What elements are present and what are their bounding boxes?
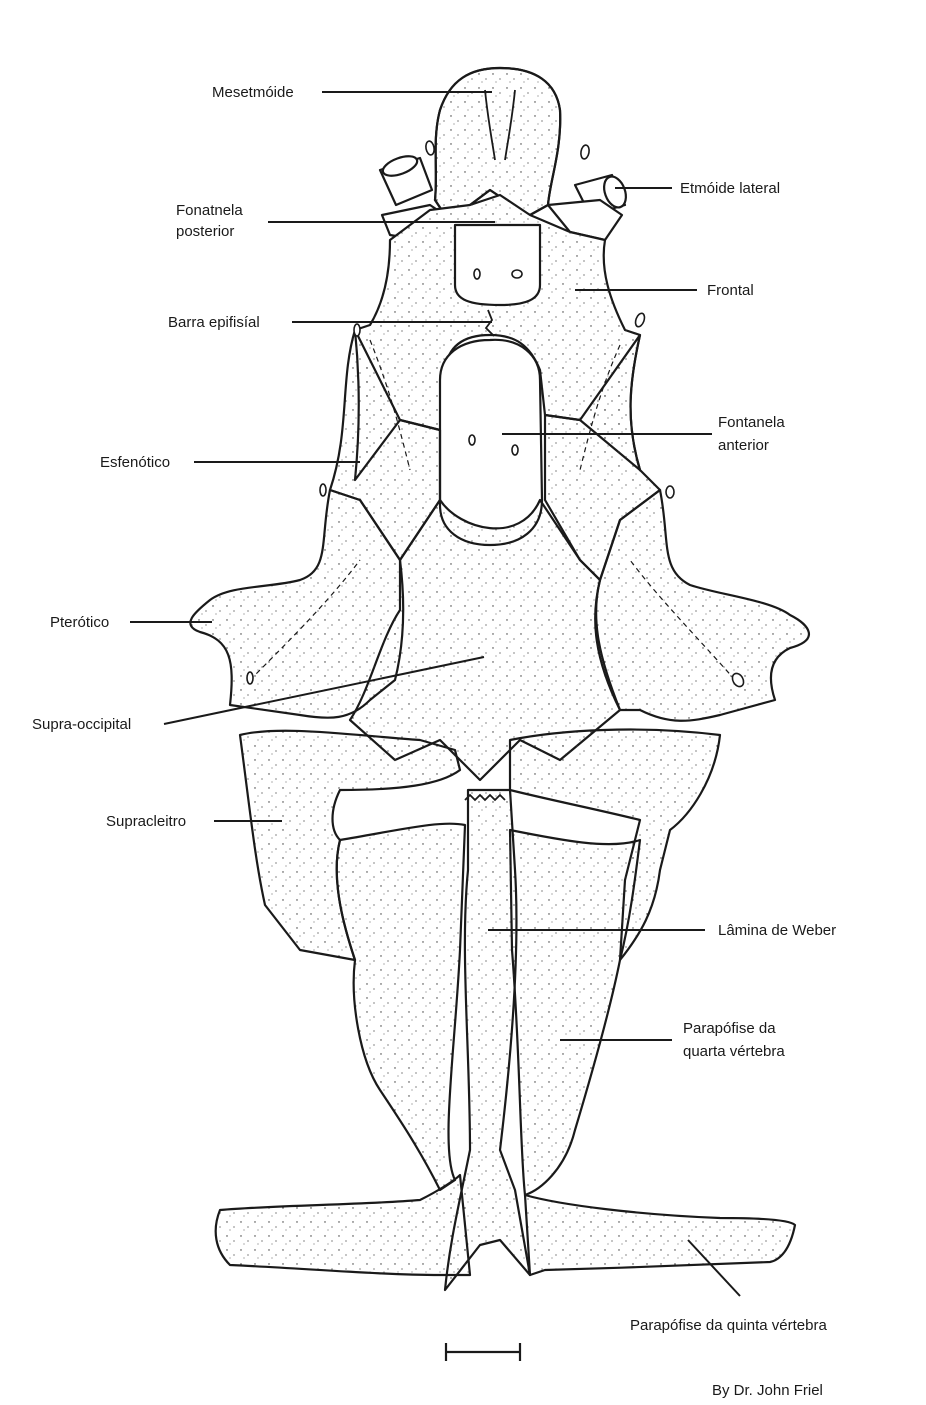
- label-parapofise-quarta-1: Parapófise da: [683, 1020, 776, 1037]
- parapophysis-fifth: [216, 1175, 470, 1275]
- label-parapofise-quarta-2: quarta vértebra: [683, 1043, 785, 1060]
- label-frontal: Frontal: [707, 282, 754, 299]
- label-supracleitro: Supracleitro: [106, 813, 186, 830]
- label-fontanela-anterior-1: Fontanela: [718, 414, 785, 431]
- pterotic-left: [190, 490, 403, 718]
- label-mesetmoide: Mesetmóide: [212, 84, 294, 101]
- label-pterotico: Pterótico: [50, 614, 109, 631]
- posterior-fontanel: [455, 225, 540, 305]
- pterotic-right: [596, 490, 809, 721]
- parapophysis-fourth-left: [337, 824, 465, 1190]
- bone-drawing: [190, 68, 809, 1290]
- scale-bar: [446, 1343, 520, 1361]
- label-supra-occipital: Supra-occipital: [32, 716, 131, 733]
- parapophysis-fourth-right: [510, 830, 640, 1195]
- label-esfenotico: Esfenótico: [100, 454, 170, 471]
- label-parapofise-quinta: Parapófise da quinta vértebra: [630, 1317, 827, 1334]
- label-fontanela-posterior-2: posterior: [176, 223, 234, 240]
- label-fontanela-anterior-2: anterior: [718, 437, 769, 454]
- label-lamina-weber: Lâmina de Weber: [718, 922, 836, 939]
- label-etmoide-lateral: Etmóide lateral: [680, 180, 780, 197]
- lateral-ethmoid-left: [380, 152, 432, 205]
- label-barra-epifisial: Barra epifisíal: [168, 314, 260, 331]
- label-fontanela-posterior-1: Fonatnela: [176, 202, 243, 219]
- credit-text: By Dr. John Friel: [712, 1382, 823, 1399]
